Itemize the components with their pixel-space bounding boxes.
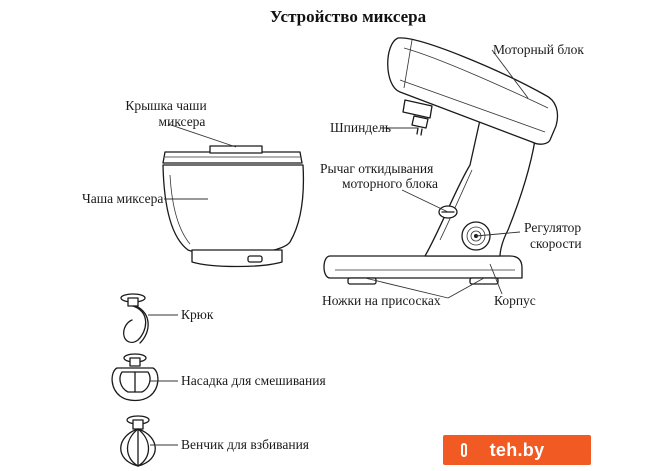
bowl-drawing xyxy=(162,164,305,268)
label-tilt-lever-line2: моторного блока xyxy=(342,176,438,191)
bowl-lid-drawing xyxy=(162,145,303,164)
diagram-title: Устройство миксера xyxy=(270,7,427,26)
label-suction-feet: Ножки на присосках xyxy=(322,293,441,308)
label-body: Корпус xyxy=(494,293,536,308)
label-whisk: Венчик для взбивания xyxy=(181,437,309,452)
label-motor-unit: Моторный блок xyxy=(493,42,584,57)
leader-lines xyxy=(148,49,529,446)
whisk-drawing xyxy=(120,415,156,467)
label-bowl-lid-line1: Крышка чаши xyxy=(125,98,206,113)
label-tilt-lever-line1: Рычаг откидывания xyxy=(320,161,433,176)
watermark-logo-icon xyxy=(461,443,467,457)
watermark-text: teh.by xyxy=(489,440,545,460)
mixer-body-drawing xyxy=(323,37,559,285)
mixing-attachment-drawing xyxy=(111,353,159,402)
label-speed-regulator-line1: Регулятор xyxy=(524,220,581,235)
label-spindle: Шпиндель xyxy=(330,120,391,135)
hook-drawing xyxy=(120,293,149,344)
label-hook: Крюк xyxy=(181,307,214,322)
teh-by-watermark: teh.by xyxy=(443,435,591,465)
label-bowl: Чаша миксера xyxy=(82,191,163,206)
label-speed-regulator-line2: скорости xyxy=(530,236,582,251)
label-bowl-lid-line2: миксера xyxy=(159,114,206,129)
label-mixing-attachment: Насадка для смешивания xyxy=(181,373,326,388)
